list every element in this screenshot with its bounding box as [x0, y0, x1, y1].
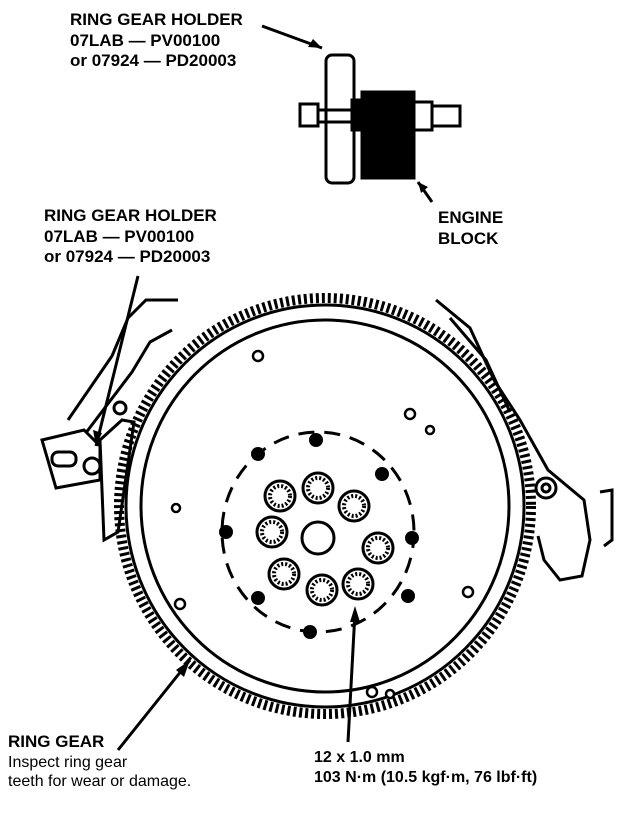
engine-block-shape — [360, 90, 416, 180]
bolt-leader — [346, 611, 357, 743]
holder-side-part-2: or 07924 — PD20003 — [44, 247, 211, 267]
engine-block-line2: BLOCK — [438, 228, 499, 248]
holder-side-part-1: 07LAB — PV00100 — [44, 226, 195, 246]
bolt-torque: 103 N·m (10.5 kgf·m, 76 lbf·ft) — [314, 768, 538, 786]
holder-top-part-1: 07LAB — PV00100 — [70, 30, 221, 50]
ring-gear-note-2: teeth for wear or damage. — [8, 773, 192, 791]
ring-gear-outer — [114, 293, 536, 719]
holder-side-callout: RING GEAR HOLDER 07LAB — PV00100 or 0792… — [44, 206, 217, 268]
ring-gear-leader — [116, 659, 192, 751]
holder-side-title: RING GEAR HOLDER — [44, 206, 217, 225]
flywheel-face — [139, 318, 511, 694]
holder-plate — [324, 53, 356, 185]
flywheel-bolts — [255, 471, 395, 607]
ring-gear-note-1: Inspect ring gear — [8, 753, 128, 771]
holder-top-callout: RING GEAR HOLDER 07LAB — PV00100 or 0792… — [70, 10, 243, 72]
engine-block-callout: ENGINE BLOCK — [438, 208, 503, 249]
holder-top-title: RING GEAR HOLDER — [70, 10, 243, 29]
engine-block-line1: ENGINE — [438, 208, 504, 227]
flywheel — [114, 293, 536, 719]
side-holder-tool — [40, 275, 140, 543]
bolt-size: 12 x 1.0 mm — [314, 749, 405, 766]
holder-top-part-2: or 07924 — PD20003 — [70, 51, 237, 71]
bolt-spec-callout: 12 x 1.0 mm 103 N·m (10.5 kgf·m, 76 lbf·… — [314, 748, 537, 787]
ring-gear-title: RING GEAR — [8, 732, 105, 751]
holder-inset — [261, 24, 462, 203]
ring-gear-callout: RING GEAR Inspect ring gear teeth for we… — [8, 732, 191, 792]
